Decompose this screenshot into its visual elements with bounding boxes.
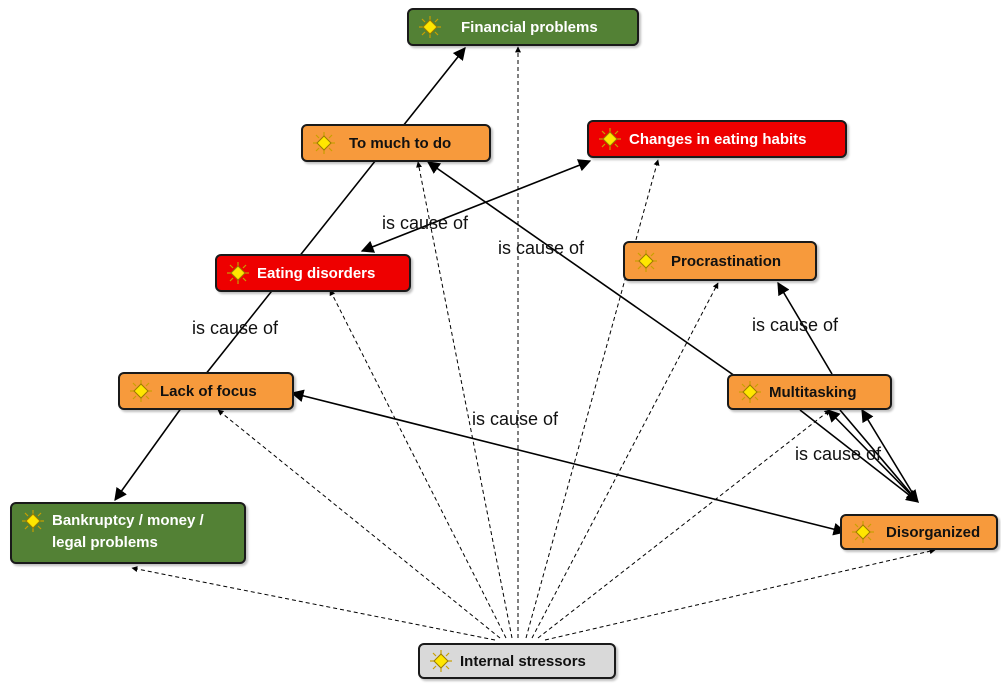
edge-internal-to-eating — [329, 289, 507, 639]
edge-label-multitasking-procrastination: is cause of — [752, 315, 839, 335]
edge-internal-to-multitasking — [537, 409, 831, 639]
edge-label-lackfocus-financial: is cause of — [192, 318, 279, 338]
node-label: Financial problems — [461, 18, 598, 36]
concept-icon — [313, 132, 335, 154]
node-lack-of-focus[interactable]: Lack of focus — [118, 372, 294, 410]
edge-label-eating-changes: is cause of — [382, 213, 469, 233]
node-label: Lack of focus — [160, 382, 257, 400]
edge-internal-to-procrastination — [531, 282, 719, 639]
edge-multitasking-to-disorganized-b — [839, 409, 919, 503]
edge-internal-to-changes — [525, 159, 660, 639]
node-financial-problems[interactable]: Financial problems — [407, 8, 639, 46]
concept-icon — [635, 250, 657, 272]
node-label: Eating disorders — [257, 264, 376, 282]
edge-internal-to-bankruptcy — [131, 566, 496, 641]
edge-disorganized-to-multitasking-b — [861, 408, 919, 503]
node-label: Multitasking — [769, 383, 857, 401]
edge-lackfocus-disorganized — [290, 389, 847, 536]
concept-icon — [852, 521, 874, 543]
node-label: To much to do — [349, 134, 452, 152]
concept-icon — [419, 16, 441, 38]
concept-icon — [739, 381, 761, 403]
edge-lackfocus-to-financial — [204, 46, 466, 376]
concept-icon — [430, 650, 452, 672]
node-procrastination[interactable]: Procrastination — [623, 241, 817, 281]
node-internal-stressors[interactable]: Internal stressors — [418, 643, 616, 679]
edge-internal-to-lackfocus — [217, 409, 501, 639]
concept-icon — [599, 128, 621, 150]
node-label: Disorganized — [886, 523, 981, 541]
node-label: Procrastination — [671, 252, 782, 270]
node-eating-disorders[interactable]: Eating disorders — [215, 254, 411, 292]
edge-eating-changes — [360, 159, 592, 253]
node-label: Internal stressors — [460, 652, 586, 670]
concept-icon — [227, 262, 249, 284]
node-changes-in-eating-habits[interactable]: Changes in eating habits — [587, 120, 847, 158]
edge-label-multitasking-disorganized: is cause of — [795, 444, 882, 464]
edge-label-lackfocus-disorganized: is cause of — [472, 409, 559, 429]
edge-internal-to-disorganized — [544, 548, 936, 641]
edge-internal-to-tomuch — [416, 161, 513, 639]
concept-icon — [130, 380, 152, 402]
edge-label-multitasking-tomuch: is cause of — [498, 238, 585, 258]
node-disorganized[interactable]: Disorganized — [840, 514, 998, 550]
concept-icon — [22, 510, 44, 532]
node-bankruptcy[interactable]: Bankruptcy / money / legal problems — [10, 502, 246, 564]
node-label: Bankruptcy / money / legal problems — [52, 512, 204, 551]
edge-multitasking-to-tomuch — [426, 161, 746, 384]
node-label: Changes in eating habits — [629, 130, 807, 148]
edge-multitasking-to-procrastination — [777, 281, 833, 375]
node-multitasking[interactable]: Multitasking — [727, 374, 892, 410]
node-to-much-to-do[interactable]: To much to do — [301, 124, 491, 162]
